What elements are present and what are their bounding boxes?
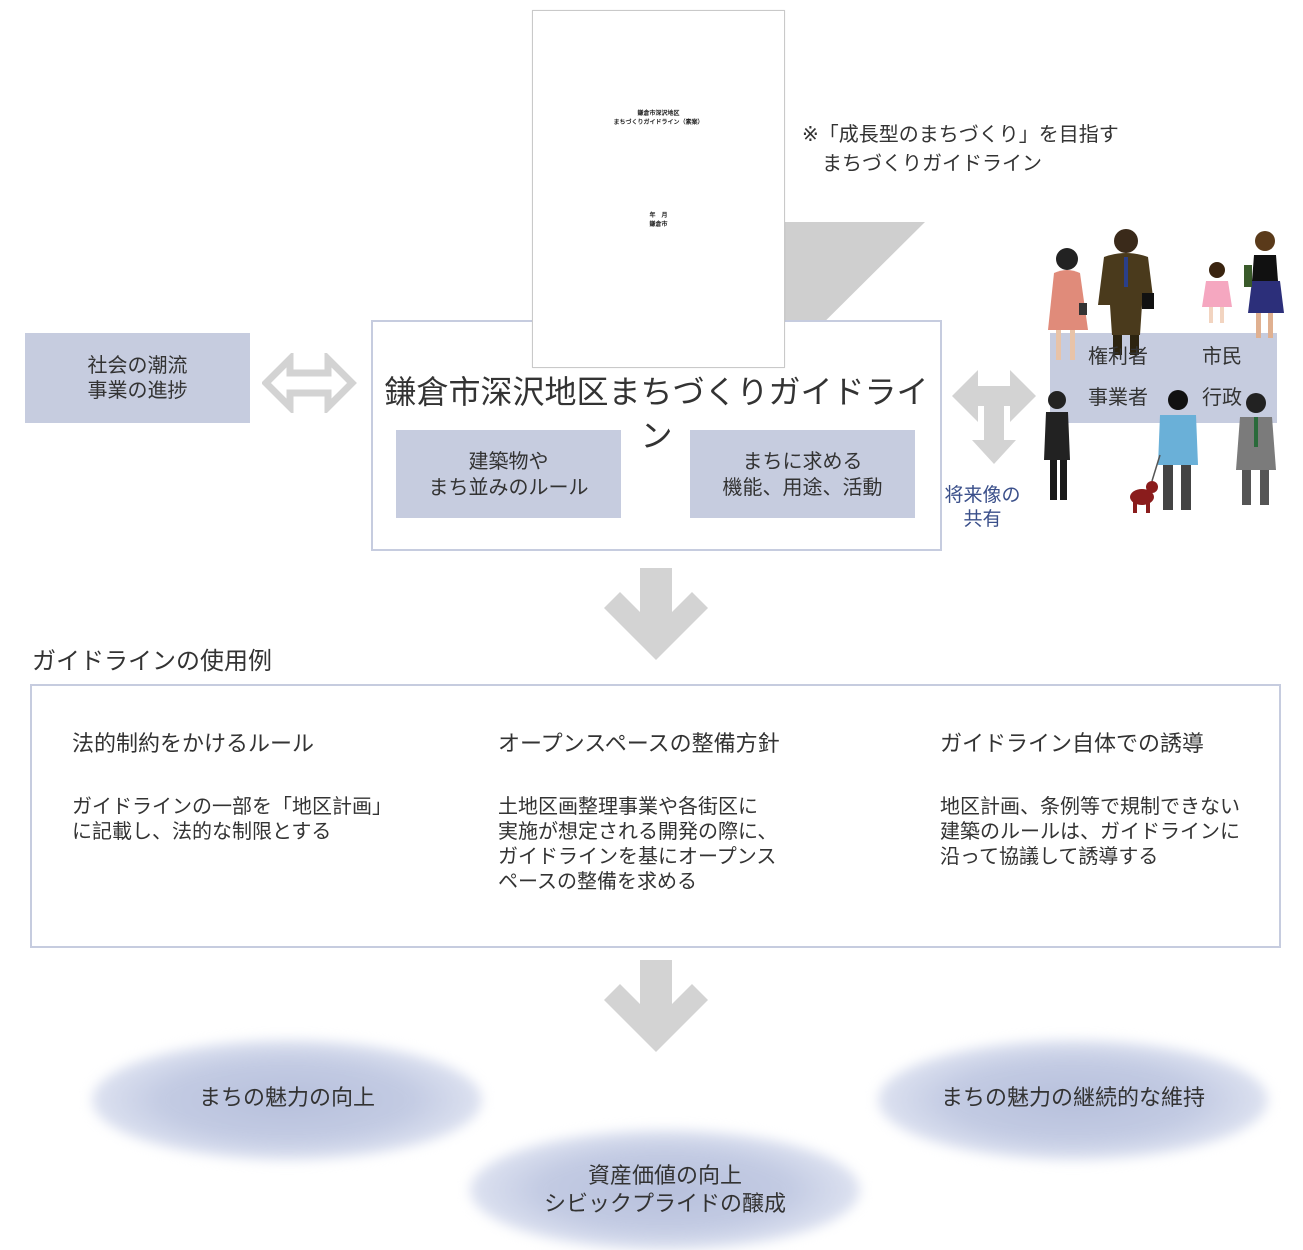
man-gray-suit-icon bbox=[1236, 393, 1276, 505]
double-arrow-icon bbox=[262, 353, 357, 413]
guideline-note: ※「成長型のまちづくり」を目指す まちづくりガイドライン bbox=[802, 122, 1119, 175]
stakeholder-government: 行政 bbox=[1202, 385, 1242, 409]
outcome-asset-value: 資産価値の向上 シビックプライドの醸成 bbox=[543, 1164, 786, 1217]
stakeholder-business: 事業者 bbox=[1088, 385, 1148, 409]
usage-col-guidance-desc: 地区計画、条例等で規制できない 建築のルールは、ガイドラインに 沿って協議して誘… bbox=[940, 794, 1240, 868]
usage-col-legal-title: 法的制約をかけるルール bbox=[72, 732, 315, 757]
mother-icon bbox=[1244, 231, 1284, 338]
people-illustration bbox=[1044, 229, 1284, 513]
building-rules-box: 建築物や まち並みのルール bbox=[396, 430, 621, 518]
woman-icon bbox=[1048, 248, 1088, 360]
outcome-sustained-appeal: まちの魅力の継続的な維持 bbox=[940, 1086, 1205, 1111]
shared-vision-label: 将来像の 共有 bbox=[944, 484, 1021, 530]
down-arrow-icon bbox=[604, 568, 708, 660]
usage-col-openspace-title: オープンスペースの整備方針 bbox=[498, 732, 780, 757]
man-blue-shirt-icon bbox=[1158, 390, 1198, 510]
girl-icon bbox=[1202, 262, 1232, 323]
outcome-ellipse-3 bbox=[878, 1040, 1268, 1160]
businessman-phone-icon bbox=[1044, 391, 1070, 500]
usage-col-legal-desc: ガイドラインの一部を「地区計画」 に記載し、法的な制限とする bbox=[72, 794, 392, 843]
document-title-line1: 鎌倉市深沢地区 bbox=[637, 110, 680, 117]
document-date-line2: 鎌倉市 bbox=[649, 221, 668, 228]
outcome-ellipse-1 bbox=[92, 1040, 482, 1160]
usage-heading: ガイドラインの使用例 bbox=[32, 647, 272, 675]
businessman-icon bbox=[1098, 229, 1154, 355]
main-guideline-title: 鎌倉市深沢地区まちづくりガイドライン bbox=[384, 373, 929, 455]
outcome-town-appeal: まちの魅力の向上 bbox=[198, 1086, 375, 1111]
share-arrow-icon bbox=[952, 370, 1036, 464]
document-title-line2: まちづくりガイドライン（素案） bbox=[613, 119, 704, 126]
town-functions-box: まちに求める 機能、用途、活動 bbox=[690, 430, 915, 518]
stakeholders-box bbox=[1050, 333, 1277, 423]
guideline-document-cover: 鎌倉市深沢地区 まちづくりガイドライン（素案） 年 月 鎌倉市 bbox=[532, 10, 785, 368]
social-trends-box: 社会の潮流 事業の進捗 bbox=[25, 333, 250, 423]
down-arrow-icon-2 bbox=[604, 960, 708, 1052]
usage-col-openspace-desc: 土地区画整理事業や各街区に 実施が想定される開発の際に、 ガイドラインを基にオー… bbox=[498, 794, 778, 893]
stakeholder-citizen: 市民 bbox=[1202, 344, 1242, 368]
document-date-line1: 年 月 bbox=[649, 212, 668, 219]
dog-icon bbox=[1130, 454, 1161, 513]
usage-frame bbox=[30, 684, 1281, 948]
stakeholder-rights-holder: 権利者 bbox=[1088, 344, 1148, 368]
usage-col-guidance-title: ガイドライン自体での誘導 bbox=[940, 732, 1205, 757]
